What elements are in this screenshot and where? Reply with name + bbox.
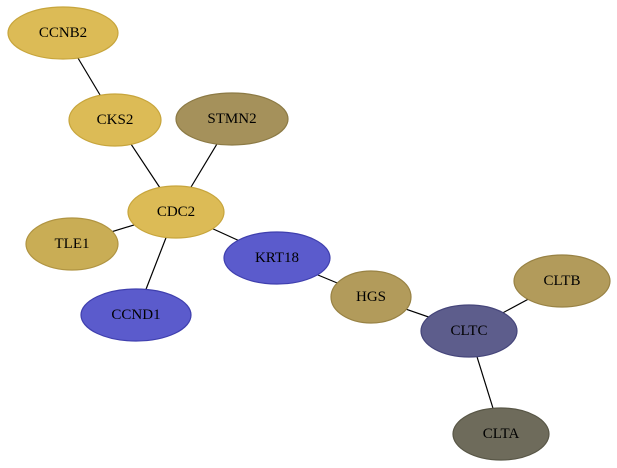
node-cltc[interactable]: CLTC	[420, 304, 518, 358]
node-hgs[interactable]: HGS	[330, 270, 412, 324]
node-ellipse	[25, 217, 119, 271]
node-ccnd1[interactable]: CCND1	[80, 288, 192, 342]
node-label: KRT18	[255, 250, 299, 266]
node-ccnb2[interactable]: CCNB2	[7, 6, 119, 60]
node-cks2[interactable]: CKS2	[68, 93, 162, 147]
node-label: HGS	[356, 289, 386, 305]
node-label: CCND1	[111, 307, 160, 323]
node-cdc2[interactable]: CDC2	[127, 185, 225, 239]
node-label: CLTA	[483, 426, 520, 442]
node-label: CLTC	[451, 323, 488, 339]
node-ellipse	[68, 93, 162, 147]
node-clta[interactable]: CLTA	[452, 407, 550, 461]
node-label: TLE1	[55, 236, 90, 252]
node-cltb[interactable]: CLTB	[513, 254, 611, 308]
node-label: CCNB2	[39, 25, 87, 41]
node-label: CLTB	[544, 273, 581, 289]
node-label: CDC2	[157, 204, 195, 220]
node-ellipse	[420, 304, 518, 358]
node-ellipse	[7, 6, 119, 60]
node-tle1[interactable]: TLE1	[25, 217, 119, 271]
node-ellipse	[127, 185, 225, 239]
node-ellipse	[330, 270, 412, 324]
node-label: STMN2	[207, 111, 256, 127]
edge-layer	[62, 32, 563, 435]
node-stmn2[interactable]: STMN2	[175, 92, 289, 146]
node-ellipse	[175, 92, 289, 146]
node-ellipse	[223, 231, 331, 285]
node-ellipse	[80, 288, 192, 342]
node-ellipse	[513, 254, 611, 308]
node-label: CKS2	[97, 112, 134, 128]
node-krt18[interactable]: KRT18	[223, 231, 331, 285]
node-ellipse	[452, 407, 550, 461]
